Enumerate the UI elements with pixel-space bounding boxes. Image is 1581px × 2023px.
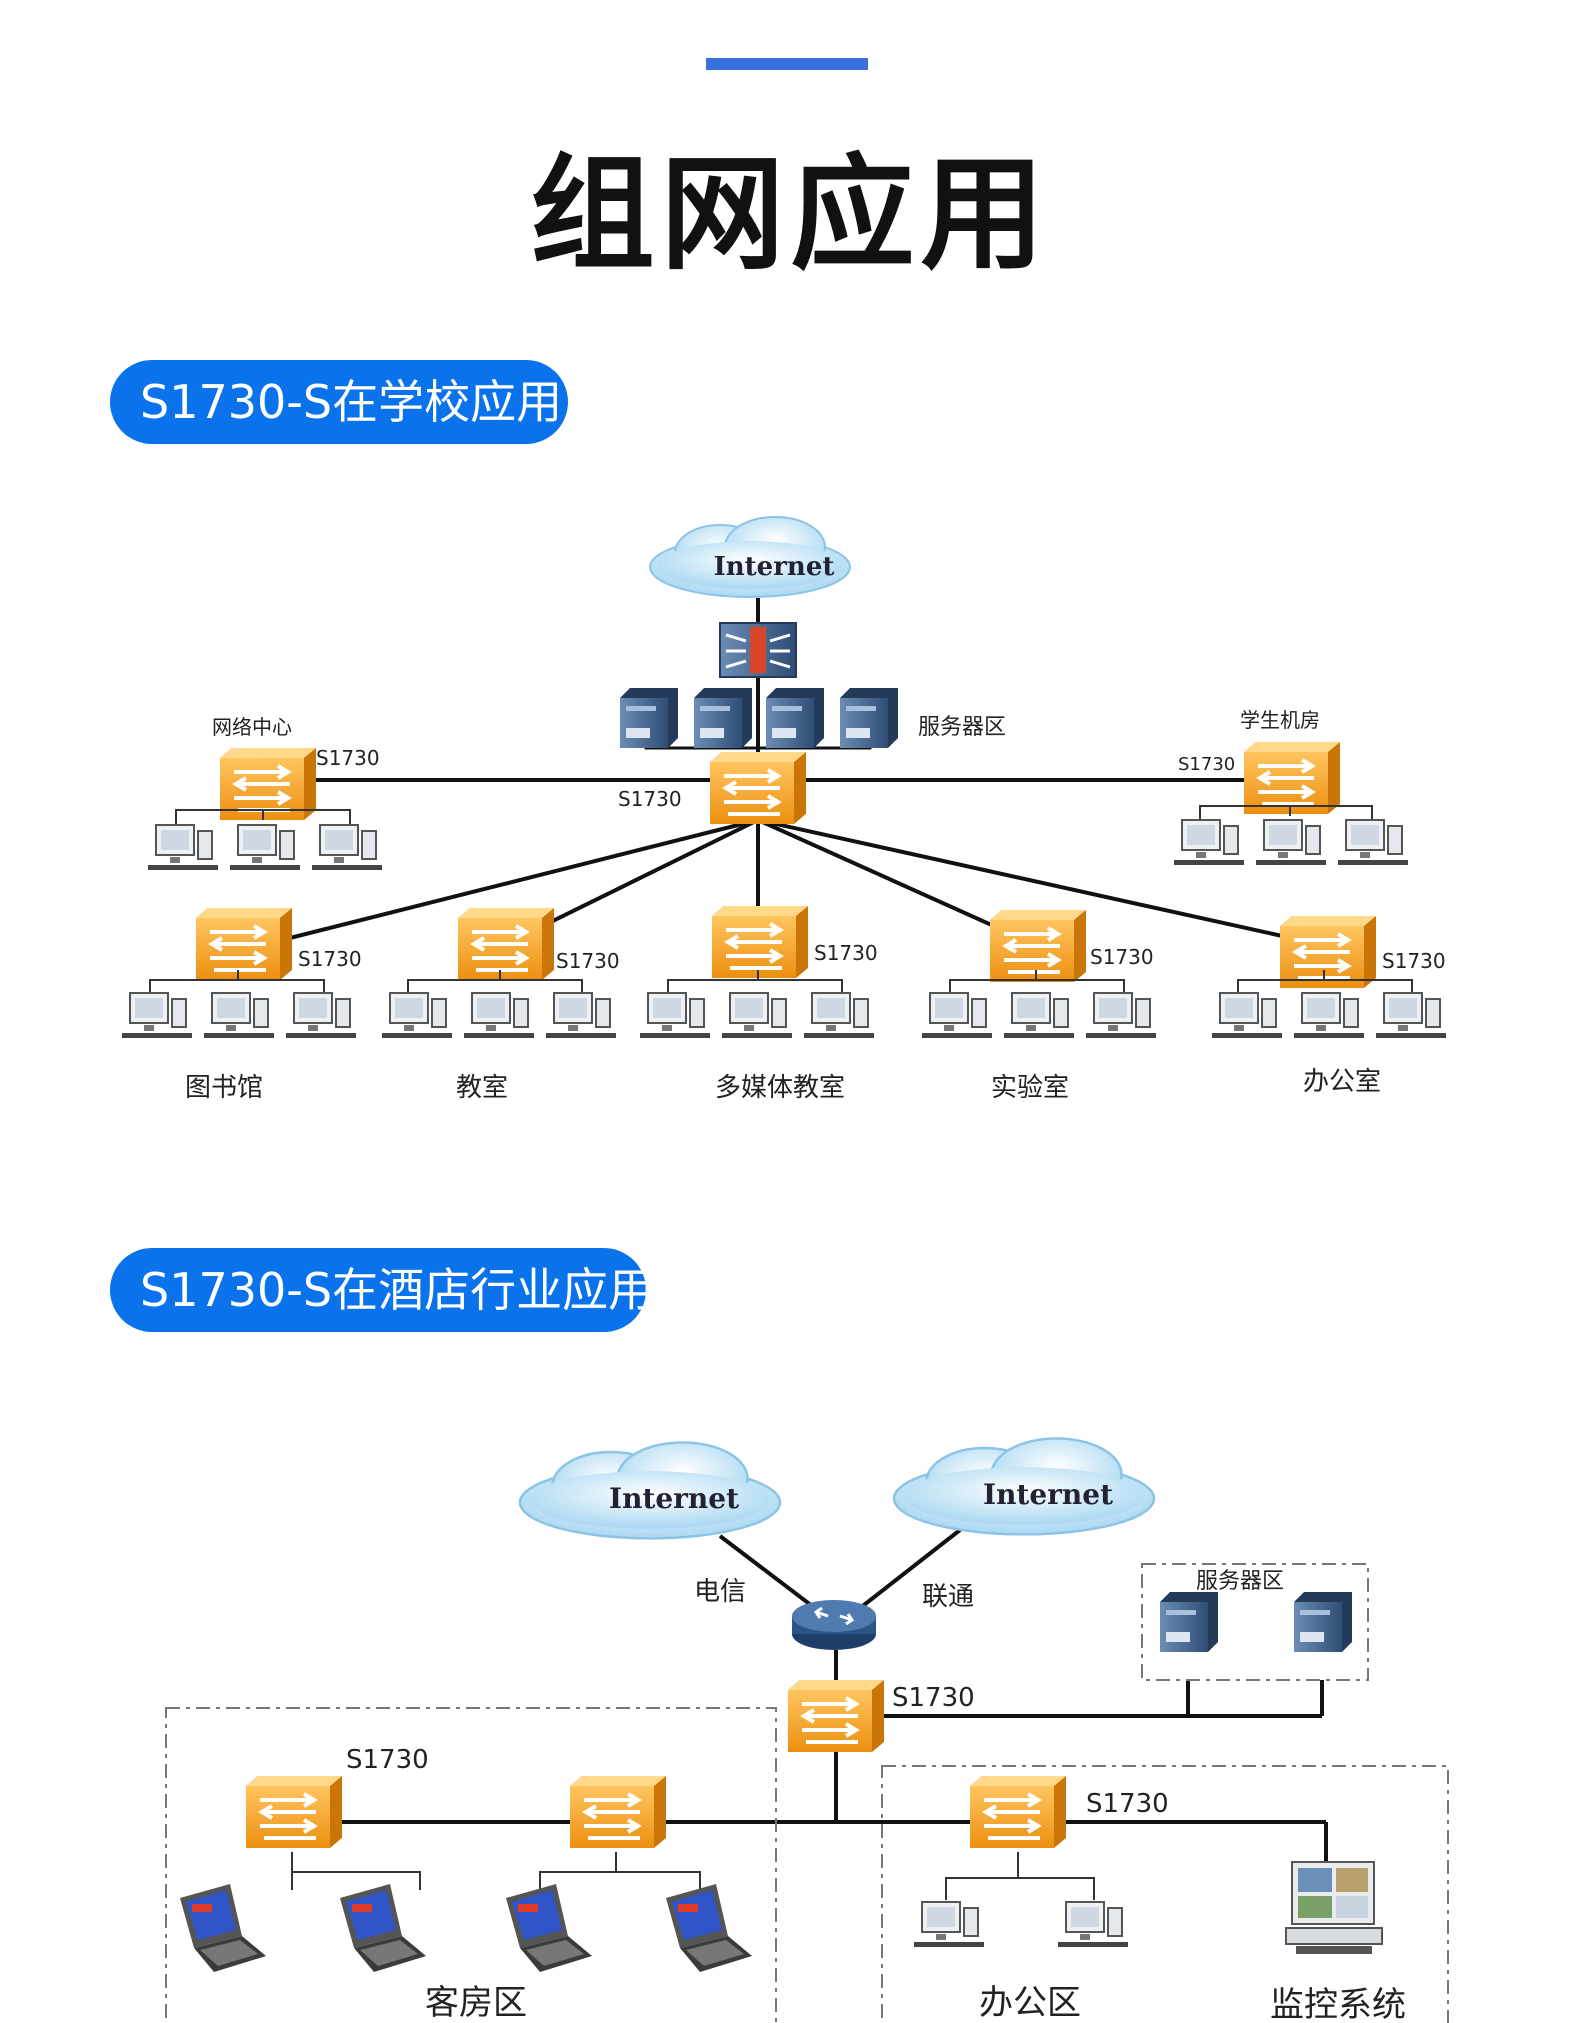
hotel-core-switch-label: S1730 xyxy=(892,1683,975,1713)
top-accent-bar xyxy=(706,58,868,70)
classroom-pcs xyxy=(381,970,617,1039)
office-area-label: 办公区 xyxy=(979,1983,1081,2023)
guest-switch-right-icon xyxy=(568,1774,668,1850)
office-area-pcs xyxy=(913,1901,1129,1948)
multimedia-switch-label: S1730 xyxy=(814,941,878,965)
monitor-system-icon xyxy=(1285,1861,1383,1954)
hotel-links xyxy=(292,1528,1328,1862)
classroom-label: 教室 xyxy=(456,1073,508,1103)
multimedia-switch-icon xyxy=(710,904,810,980)
lab-pcs xyxy=(921,970,1157,1039)
student-lab-label: 学生机房 xyxy=(1240,708,1320,732)
hotel-internet-left-label: Internet xyxy=(609,1482,739,1515)
hotel-core-switch-icon xyxy=(786,1678,886,1754)
library-switch-icon xyxy=(194,906,294,982)
hotel-server-icons xyxy=(1160,1592,1352,1652)
network-center-pcs xyxy=(147,809,383,871)
office-switch-icon xyxy=(1278,914,1378,990)
lab-switch-label: S1730 xyxy=(1090,945,1154,969)
hotel-access-links xyxy=(291,1852,1095,1900)
hotel-zone-boxes xyxy=(165,1563,1449,2023)
guest-area-label: 客房区 xyxy=(425,1983,527,2023)
office-area-switch-icon xyxy=(968,1774,1068,1850)
school-core-switch-icon xyxy=(708,750,808,826)
hotel-internet-cloud-left: Internet xyxy=(518,1441,782,1540)
student-lab-pcs xyxy=(1173,805,1409,866)
school-server-area-label: 服务器区 xyxy=(918,715,1006,740)
guest-switch-left-icon xyxy=(244,1774,344,1850)
library-switch-label: S1730 xyxy=(298,947,362,971)
classroom-switch-icon xyxy=(456,906,556,982)
hotel-server-area-label: 服务器区 xyxy=(1196,1569,1284,1594)
network-center-label: 网络中心 xyxy=(212,715,292,739)
lab-switch-icon xyxy=(988,908,1088,984)
hotel-internet-cloud-right: Internet xyxy=(892,1437,1156,1536)
library-pcs xyxy=(121,970,357,1039)
classroom-switch-label: S1730 xyxy=(556,949,620,973)
hotel-section-heading: S1730-S在酒店行业应用 xyxy=(110,1248,654,1332)
hotel-internet-right-label: Internet xyxy=(983,1478,1113,1511)
network-center-switch-label: S1730 xyxy=(316,746,380,770)
guest-laptops xyxy=(180,1884,752,1972)
library-label: 图书馆 xyxy=(185,1073,263,1103)
office-label: 办公室 xyxy=(1303,1067,1381,1097)
monitor-system-label: 监控系统 xyxy=(1270,1985,1406,2023)
school-internet-label: Internet xyxy=(714,552,835,582)
school-core-switch-label: S1730 xyxy=(618,787,682,811)
multimedia-pcs xyxy=(639,970,875,1039)
router-icon xyxy=(792,1600,876,1650)
school-internet-cloud: Internet xyxy=(649,516,851,598)
student-lab-switch-icon xyxy=(1242,740,1342,816)
isp-unicom-label: 联通 xyxy=(922,1582,974,1612)
multimedia-label: 多媒体教室 xyxy=(715,1073,845,1103)
lab-label: 实验室 xyxy=(991,1073,1069,1103)
office-area-switch-label: S1730 xyxy=(1086,1789,1169,1819)
student-lab-switch-label: S1730 xyxy=(1178,754,1235,775)
school-section-heading: S1730-S在学校应用 xyxy=(110,360,568,444)
office-switch-label: S1730 xyxy=(1382,949,1446,973)
office-pcs xyxy=(1211,970,1447,1039)
guest-switch-label: S1730 xyxy=(346,1745,429,1775)
page-title: 组网应用 xyxy=(530,143,1051,287)
firewall-icon xyxy=(719,622,797,678)
isp-telecom-label: 电信 xyxy=(694,1577,746,1607)
